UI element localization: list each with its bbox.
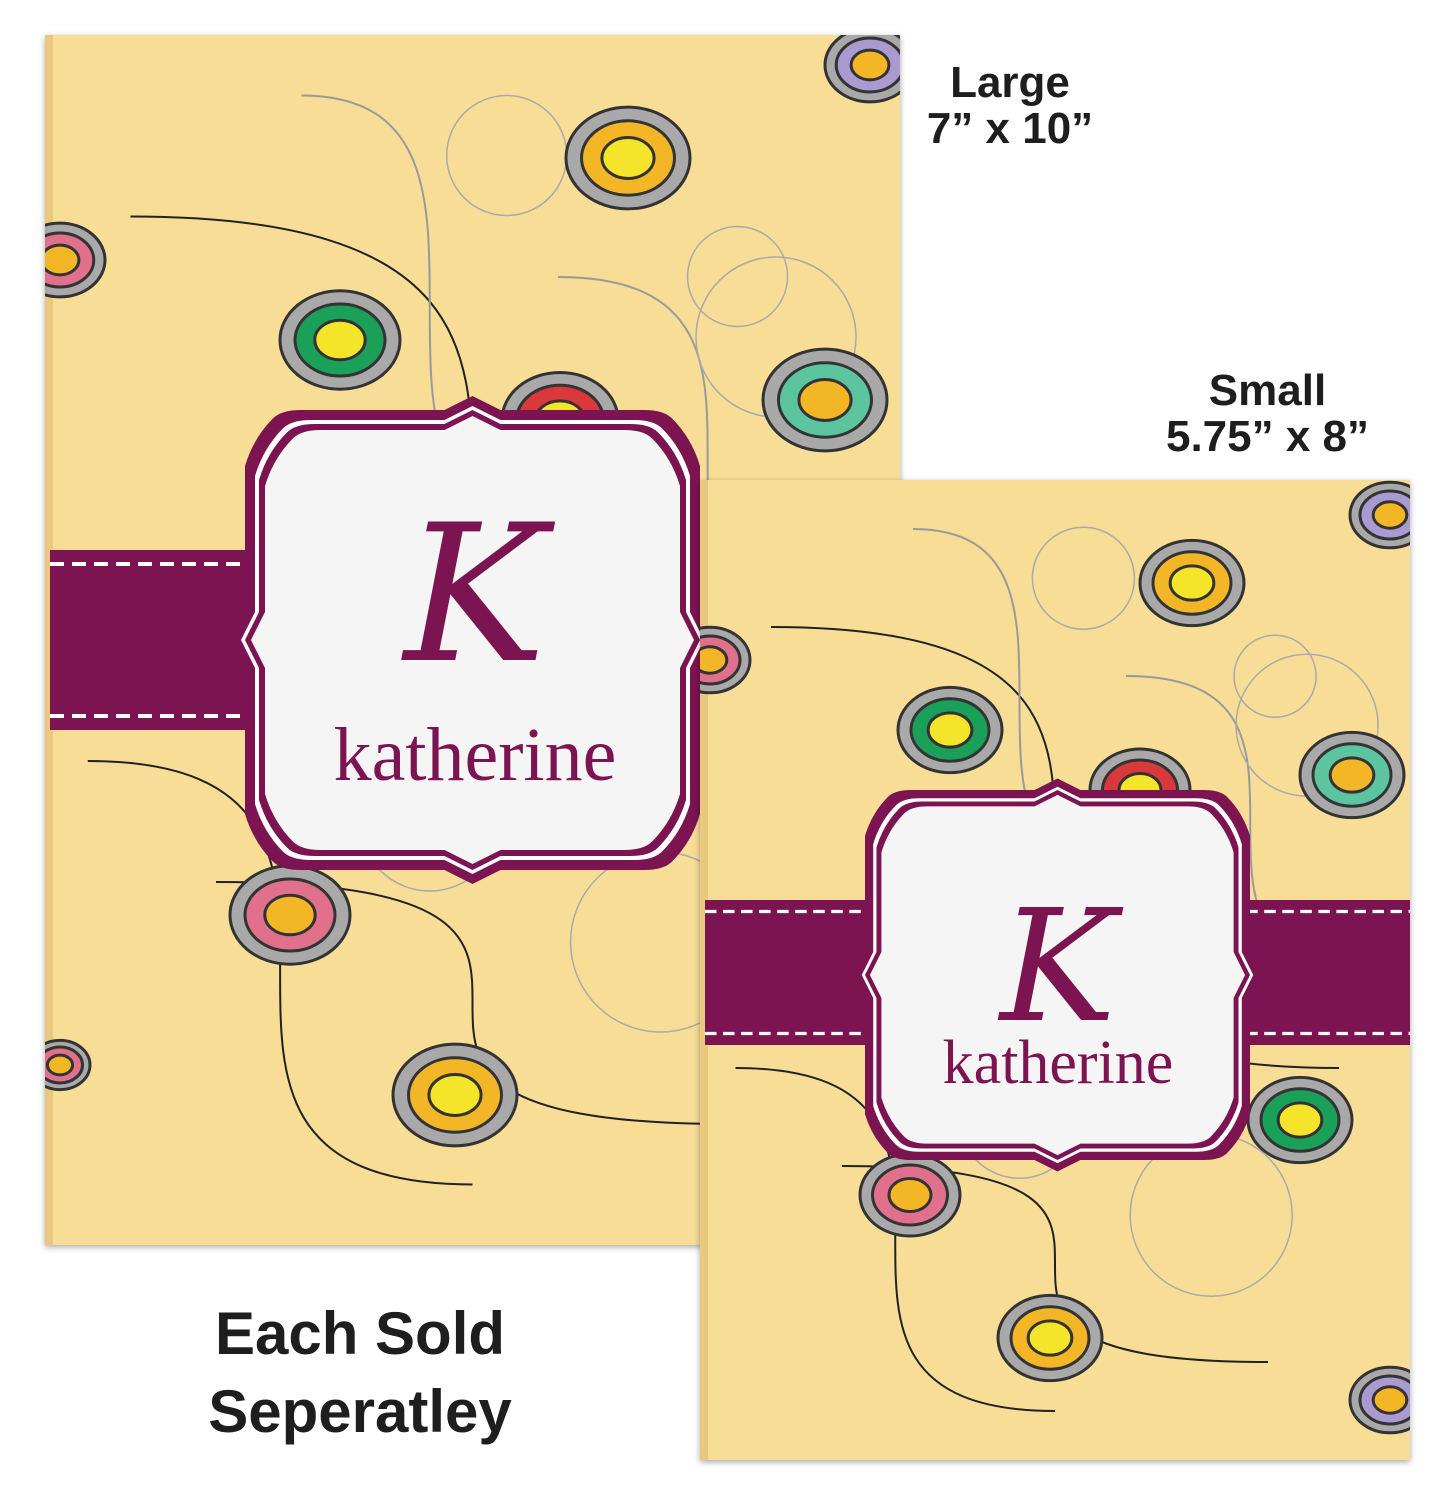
dot-center (887, 1177, 933, 1213)
label-background (251, 416, 694, 864)
swirl-loop (1031, 526, 1136, 630)
swirl-loop (686, 225, 789, 328)
spine-edge (45, 35, 53, 1245)
dot-center (700, 645, 729, 675)
dot-center (1371, 1385, 1409, 1415)
dot-center (45, 243, 81, 277)
personalized-name: katherine (943, 1029, 1174, 1097)
large-size-label: Large 7” x 10” (905, 58, 1115, 154)
dot-center (427, 1073, 483, 1117)
label-background (869, 794, 1246, 1156)
small-notebook-cover: K katherine (700, 480, 1410, 1460)
dot-center (1276, 1101, 1324, 1139)
dot-center (45, 1053, 75, 1077)
size-dimensions: 7” x 10” (926, 104, 1094, 154)
size-name: Small (1208, 366, 1327, 415)
swirl-line (87, 760, 473, 1186)
size-name: Large (950, 58, 1070, 107)
dot-center (926, 711, 974, 749)
dot-center (263, 893, 317, 937)
dot-center (313, 318, 367, 362)
monogram-letter: K (997, 876, 1124, 1057)
dot-center (797, 378, 853, 422)
swirl-line (215, 881, 730, 1125)
dot-center (1371, 500, 1409, 530)
swirl-line (841, 1165, 1269, 1363)
personalized-name: katherine (334, 713, 617, 797)
note-line-2: Seperatley (208, 1378, 512, 1445)
swirl-line (735, 1067, 1056, 1412)
small-size-label: Small 5.75” x 8” (1145, 366, 1390, 462)
note-line-1: Each Sold (214, 1300, 506, 1367)
size-dimensions: 5.75” x 8” (1165, 412, 1370, 462)
dot-center (1168, 564, 1216, 602)
dot-center (1328, 756, 1376, 794)
cover-artwork: K katherine (700, 480, 1410, 1460)
spine-edge (700, 480, 708, 1460)
dot-center (849, 48, 891, 82)
swirl-loop (1233, 634, 1317, 718)
dot-center (600, 136, 656, 180)
monogram-letter: K (401, 484, 556, 705)
dot-center (1026, 1319, 1074, 1357)
sold-separately-note: Each Sold Seperatley (150, 1295, 570, 1451)
